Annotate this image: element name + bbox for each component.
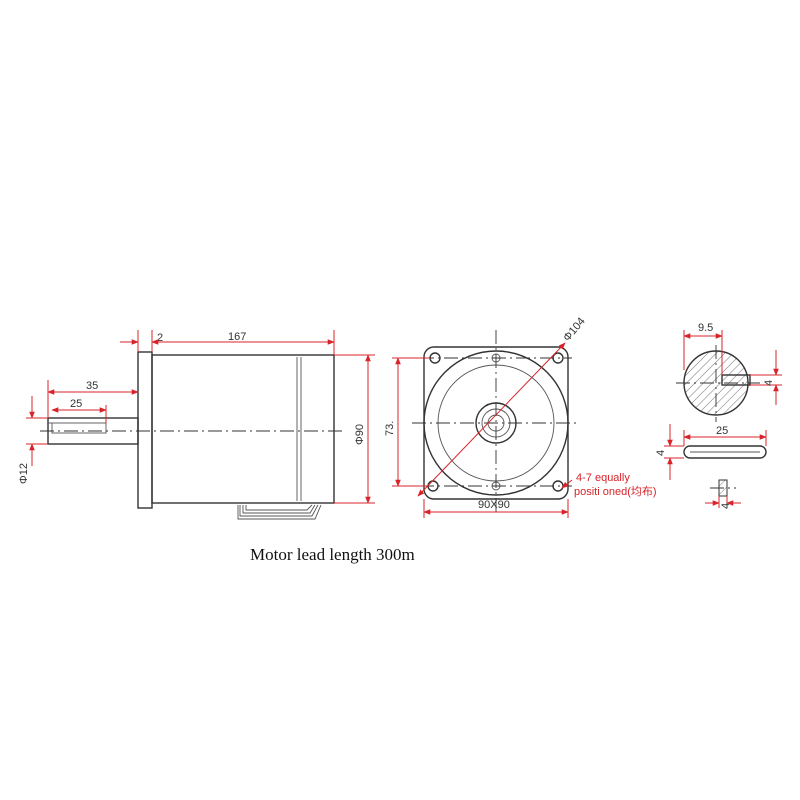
dim-body-diameter: Φ90 — [354, 424, 366, 445]
lead-length-caption: Motor lead length 300m — [250, 545, 415, 564]
hole-note-line1: 4-7 equally — [576, 472, 630, 484]
side-view: 2 167 35 25 Φ12 Φ90 — [18, 330, 375, 520]
shaft-section-view: 9.5 4 — [676, 322, 782, 422]
key-view: 25 4 4 — [655, 424, 767, 509]
dim-shaft-diameter: Φ12 — [18, 463, 30, 484]
dim-body-length: 167 — [228, 331, 246, 343]
dim-key-height: 4 — [655, 450, 667, 456]
key-body — [683, 445, 767, 459]
dim-flange-thickness: 2 — [157, 332, 163, 344]
mounting-flange — [137, 351, 153, 509]
dim-flat-width: 9.5 — [698, 322, 713, 334]
dim-hole-spacing: 73. — [384, 421, 396, 436]
lead-wires — [237, 504, 322, 520]
dim-shaft-length: 35 — [86, 380, 98, 392]
front-view: Φ104 73. 90X90 4-7 equally positi oned(均… — [384, 315, 657, 518]
dim-flange-size: 90X90 — [478, 499, 510, 511]
dim-key-length: 25 — [70, 398, 82, 410]
shaft-key — [51, 422, 107, 434]
dim-key-width: 4 — [720, 503, 732, 509]
dim-bolt-circle: Φ104 — [561, 315, 588, 344]
dim-key-view-length: 25 — [716, 425, 728, 437]
motor-body — [151, 354, 335, 504]
hole-note-line2: positi oned(均布) — [574, 485, 657, 498]
dim-flat-depth: 4 — [763, 380, 775, 386]
